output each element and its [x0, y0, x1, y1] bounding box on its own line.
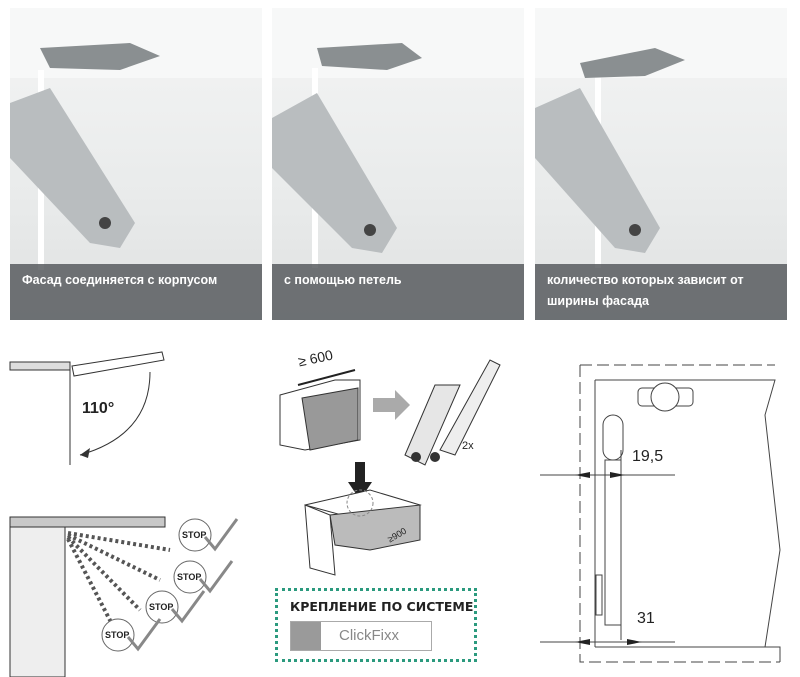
installation-diagram: [279, 359, 501, 576]
photo-caption: количество которых зависит от ширины фас…: [535, 264, 787, 320]
clickfixx-title: КРЕПЛЕНИЕ ПО СИСТЕМЕ: [290, 599, 474, 614]
stop-positions-diagram: [9, 516, 239, 677]
photo-caption: с помощью петель: [272, 264, 524, 320]
stop-badge: STOP: [149, 602, 174, 612]
opening-angle-diagram: [9, 351, 165, 465]
angle-label: 110°: [82, 400, 115, 417]
quantity-label: 2x: [462, 440, 474, 452]
clickfixx-logo-text: ClickFixx: [339, 627, 399, 644]
photo-hinge-2: с помощью петель: [272, 8, 524, 320]
photo-hinge-1: Фасад соединяется с корпусом: [10, 8, 262, 320]
clickfixx-badge: КРЕПЛЕНИЕ ПО СИСТЕМЕ ClickFixx: [275, 588, 477, 662]
dimension-drawing: [540, 364, 781, 663]
hinge-illustration: [535, 8, 787, 268]
photo-caption: Фасад соединяется с корпусом: [10, 264, 262, 320]
hinge-illustration: [272, 8, 524, 268]
dimension-31: 31: [637, 610, 655, 627]
stop-badge: STOP: [177, 572, 202, 582]
stop-badge: STOP: [182, 530, 207, 540]
hinge-illustration: [10, 8, 262, 270]
photo-hinge-3: количество которых зависит от ширины фас…: [535, 8, 787, 320]
dimension-19-5: 19,5: [632, 448, 664, 465]
stop-badge: STOP: [105, 630, 130, 640]
clickfixx-logo: ClickFixx: [290, 621, 432, 651]
clickfixx-logo-icon: [291, 622, 321, 650]
